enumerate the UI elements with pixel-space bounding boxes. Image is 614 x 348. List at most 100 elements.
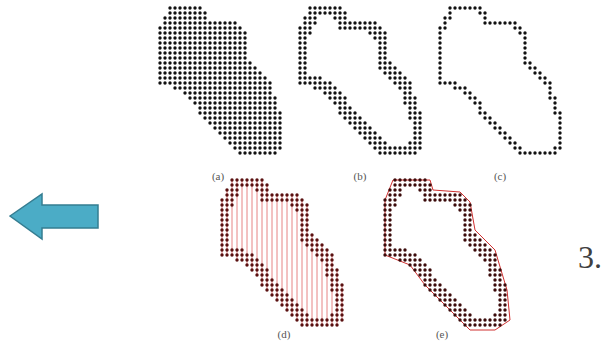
grid-dot bbox=[163, 21, 166, 24]
grid-dot bbox=[238, 146, 241, 149]
grid-dot bbox=[523, 46, 526, 49]
grid-dot bbox=[163, 16, 166, 19]
grid-dot bbox=[280, 303, 283, 306]
grid-dot bbox=[448, 11, 451, 14]
grid-dot bbox=[228, 126, 231, 129]
grid-dot bbox=[193, 41, 196, 44]
grid-dot bbox=[318, 76, 321, 79]
grid-dot bbox=[458, 198, 461, 201]
grid-dot bbox=[408, 86, 411, 89]
blue-arrow bbox=[10, 194, 98, 239]
grid-dot bbox=[218, 96, 221, 99]
grid-dot bbox=[198, 81, 201, 84]
grid-dot bbox=[468, 91, 471, 94]
grid-dot bbox=[203, 16, 206, 19]
grid-dot bbox=[218, 101, 221, 104]
grid-dot bbox=[233, 86, 236, 89]
grid-dot bbox=[508, 136, 511, 139]
grid-dot bbox=[198, 51, 201, 54]
grid-dot bbox=[240, 248, 243, 251]
grid-dot bbox=[488, 253, 491, 256]
grid-dot bbox=[418, 263, 421, 266]
grid-dot bbox=[173, 66, 176, 69]
grid-dot bbox=[188, 86, 191, 89]
grid-dot bbox=[178, 36, 181, 39]
grid-dot bbox=[218, 46, 221, 49]
grid-dot bbox=[223, 131, 226, 134]
grid-dot bbox=[408, 183, 411, 186]
grid-dot bbox=[305, 243, 308, 246]
grid-dot bbox=[223, 21, 226, 24]
grid-dot bbox=[325, 248, 328, 251]
grid-dot bbox=[188, 56, 191, 59]
grid-dot bbox=[408, 178, 411, 181]
grid-dot bbox=[348, 26, 351, 29]
grid-dot bbox=[208, 101, 211, 104]
grid-dot bbox=[213, 121, 216, 124]
grid-dot bbox=[173, 6, 176, 9]
grid-dot bbox=[478, 323, 481, 326]
grid-dot bbox=[168, 31, 171, 34]
grid-dot bbox=[483, 116, 486, 119]
grid-dot bbox=[235, 253, 238, 256]
grid-dot bbox=[258, 131, 261, 134]
grid-dot bbox=[285, 303, 288, 306]
grid-dot bbox=[243, 136, 246, 139]
grid-dot bbox=[558, 116, 561, 119]
grid-dot bbox=[243, 71, 246, 74]
grid-dot bbox=[218, 76, 221, 79]
grid-dot bbox=[353, 21, 356, 24]
grid-dot bbox=[493, 273, 496, 276]
grid-dot bbox=[438, 51, 441, 54]
grid-dot bbox=[265, 188, 268, 191]
grid-dot bbox=[220, 233, 223, 236]
grid-dot bbox=[183, 86, 186, 89]
grid-dot bbox=[223, 81, 226, 84]
grid-dot bbox=[238, 36, 241, 39]
grid-dot bbox=[260, 283, 263, 286]
grid-dot bbox=[338, 111, 341, 114]
grid-dot bbox=[228, 131, 231, 134]
grid-dot bbox=[218, 121, 221, 124]
grid-dot bbox=[558, 111, 561, 114]
grid-dot bbox=[433, 193, 436, 196]
grid-dot bbox=[403, 248, 406, 251]
grid-dot bbox=[270, 198, 273, 201]
grid-dot bbox=[225, 208, 228, 211]
grid-dot bbox=[343, 11, 346, 14]
grid-dot bbox=[513, 141, 516, 144]
grid-dot bbox=[548, 86, 551, 89]
grid-dot bbox=[538, 151, 541, 154]
grid-dot bbox=[558, 146, 561, 149]
grid-dot bbox=[413, 131, 416, 134]
grid-dot bbox=[225, 218, 228, 221]
grid-dot bbox=[303, 21, 306, 24]
grid-dot bbox=[443, 303, 446, 306]
grid-dot bbox=[423, 193, 426, 196]
grid-dot bbox=[173, 21, 176, 24]
grid-dot bbox=[423, 263, 426, 266]
grid-dot bbox=[228, 26, 231, 29]
grid-dot bbox=[188, 11, 191, 14]
grid-dot bbox=[558, 126, 561, 129]
grid-dot bbox=[233, 126, 236, 129]
dot-panel bbox=[298, 6, 421, 154]
grid-dot bbox=[303, 51, 306, 54]
grid-dot bbox=[260, 178, 263, 181]
grid-dot bbox=[463, 308, 466, 311]
grid-dot bbox=[348, 21, 351, 24]
grid-dot bbox=[273, 131, 276, 134]
grid-dot bbox=[265, 198, 268, 201]
grid-dot bbox=[158, 31, 161, 34]
grid-dot bbox=[158, 81, 161, 84]
grid-dot bbox=[298, 31, 301, 34]
grid-dot bbox=[218, 131, 221, 134]
grid-dot bbox=[403, 96, 406, 99]
grid-dot bbox=[468, 6, 471, 9]
grid-dot bbox=[378, 146, 381, 149]
grid-dot bbox=[383, 223, 386, 226]
grid-dot bbox=[340, 293, 343, 296]
grid-dot bbox=[270, 293, 273, 296]
grid-dot bbox=[438, 283, 441, 286]
grid-dot bbox=[238, 61, 241, 64]
